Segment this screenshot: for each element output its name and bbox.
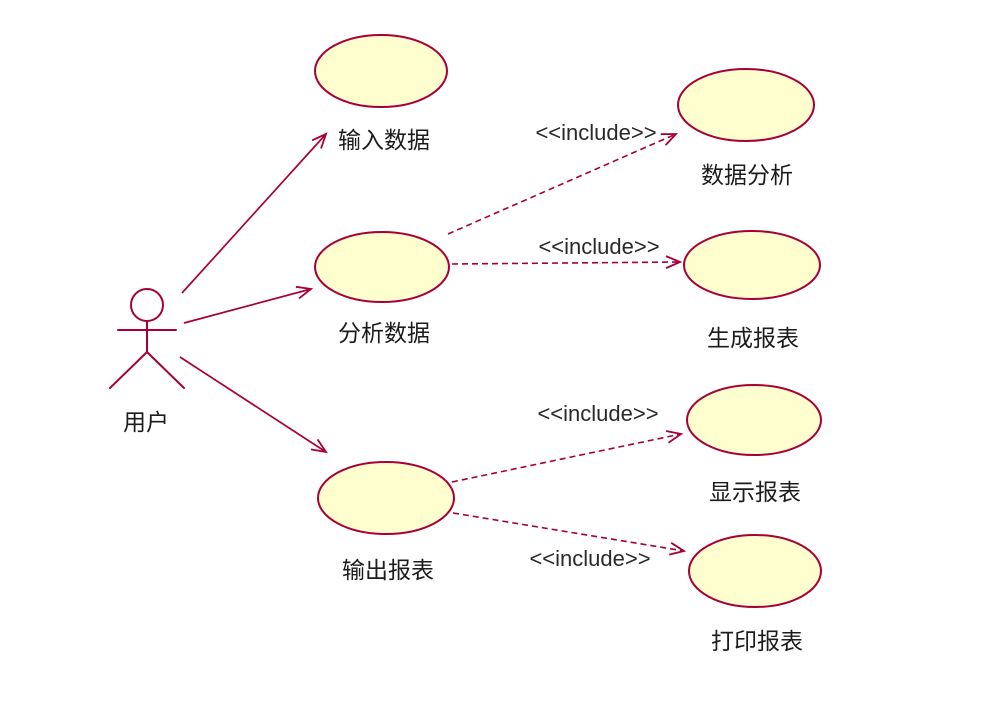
usecase-output-report-label: 输出报表 bbox=[342, 557, 434, 583]
include-analyze-data-to-data-analysis bbox=[447, 134, 676, 235]
include-stereotype-label: <<include>> bbox=[537, 401, 658, 426]
usecase-print-report: 打印报表 bbox=[688, 534, 822, 654]
usecase-print-report-label: 打印报表 bbox=[711, 628, 803, 654]
association-user-to-input-data bbox=[181, 134, 326, 294]
usecase-data-analysis-ellipse bbox=[677, 68, 815, 142]
association-user-to-analyze-data bbox=[183, 289, 311, 324]
usecase-display-report-ellipse bbox=[686, 384, 822, 456]
actor-label: 用户 bbox=[123, 409, 169, 435]
include-output-report-to-print-report bbox=[452, 512, 684, 551]
usecase-display-report-label: 显示报表 bbox=[709, 479, 801, 505]
usecase-print-report-ellipse bbox=[688, 534, 822, 608]
actor-head bbox=[130, 288, 164, 322]
usecase-input-data-label: 输入数据 bbox=[338, 127, 430, 153]
usecase-data-analysis: 数据分析 bbox=[677, 68, 815, 188]
usecase-analyze-data: 分析数据 bbox=[314, 231, 450, 346]
usecase-input-data-ellipse bbox=[314, 34, 448, 108]
usecase-generate-report-ellipse bbox=[683, 230, 821, 300]
usecase-generate-report: 生成报表 bbox=[683, 230, 821, 351]
association-user-to-output-report bbox=[179, 356, 326, 452]
include-stereotype-label: <<include>> bbox=[535, 120, 656, 145]
usecase-analyze-data-ellipse bbox=[314, 231, 450, 303]
usecase-output-report-ellipse bbox=[317, 461, 455, 535]
actor-leg-left bbox=[109, 351, 148, 389]
usecase-output-report: 输出报表 bbox=[317, 461, 455, 583]
actor-user: 用户 bbox=[109, 288, 185, 435]
include-stereotype-label: <<include>> bbox=[529, 546, 650, 571]
usecase-display-report: 显示报表 bbox=[686, 384, 822, 505]
include-stereotype-label: <<include>> bbox=[538, 234, 659, 259]
usecase-data-analysis-label: 数据分析 bbox=[701, 162, 793, 188]
usecase-analyze-data-label: 分析数据 bbox=[338, 320, 430, 346]
usecase-input-data: 输入数据 bbox=[314, 34, 448, 153]
include-analyze-data-to-generate-report bbox=[451, 262, 680, 264]
actor-leg-right bbox=[146, 351, 185, 389]
include-output-report-to-display-report bbox=[451, 434, 681, 483]
usecase-generate-report-label: 生成报表 bbox=[707, 325, 799, 351]
